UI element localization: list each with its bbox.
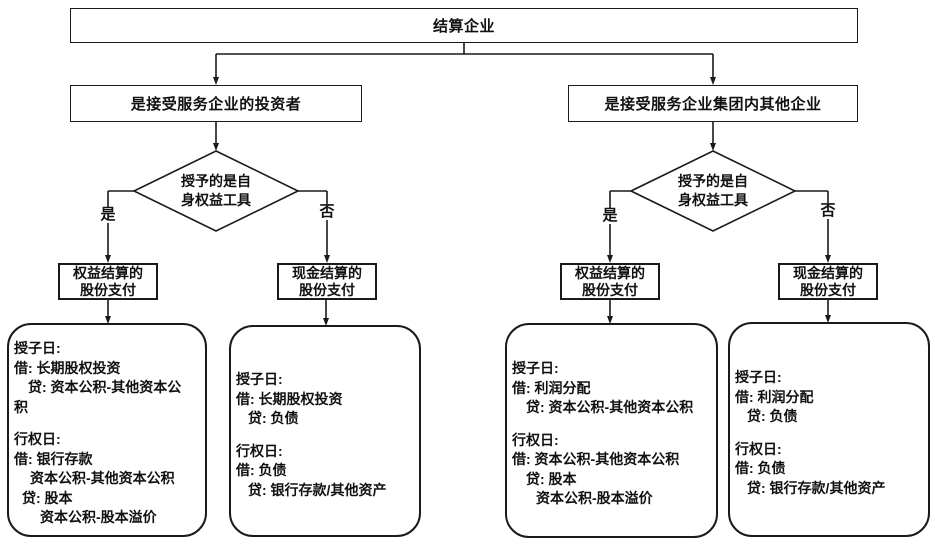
entry-line: 贷: 资本公积-其他资本公积 bbox=[526, 399, 694, 415]
entry-box-group-equity: 授子日: 借: 利润分配 贷: 资本公积-其他资本公积 行权日: 借: 资本公积… bbox=[505, 323, 718, 538]
outcome-line1: 现金结算的 bbox=[292, 264, 362, 281]
entry-line: 贷: 负债 bbox=[747, 408, 798, 424]
outcome-line1: 现金结算的 bbox=[793, 264, 863, 281]
outcome-node-group-equity: 权益结算的 股份支付 bbox=[560, 263, 660, 300]
entry-gap bbox=[231, 429, 419, 442]
root-node: 结算企业 bbox=[70, 8, 858, 43]
branch-label-group-other: 是接受服务企业集团内其他企业 bbox=[604, 96, 822, 113]
outcome-node-investor-equity: 权益结算的 股份支付 bbox=[58, 263, 158, 300]
entry-line: 借: 资本公积-其他资本公积 bbox=[512, 451, 680, 467]
outcome-node-investor-cash: 现金结算的 股份支付 bbox=[277, 263, 377, 300]
outcome-text: 现金结算的 股份支付 bbox=[793, 265, 863, 299]
entry-line: 借: 银行存款 bbox=[14, 450, 93, 467]
entry-line: 借: 负债 bbox=[236, 462, 287, 478]
entry-box-investor-equity: 授子日: 借: 长期股权投资 贷: 资本公积-其他资本公 积 行权日: 借: 银… bbox=[7, 323, 207, 537]
decision-left-line2: 身权益工具 bbox=[181, 192, 251, 208]
outcome-line2: 股份支付 bbox=[582, 281, 638, 298]
entry-line: 行权日: bbox=[512, 431, 559, 448]
entry-lines: 授子日: 借: 利润分配 贷: 资本公积-其他资本公积 行权日: 借: 资本公积… bbox=[507, 325, 716, 509]
decision-left-line1: 授予的是自 bbox=[181, 173, 251, 189]
decision-diamond-left bbox=[132, 150, 300, 232]
entry-line: 贷: 负债 bbox=[248, 410, 299, 426]
outcome-line2: 股份支付 bbox=[299, 281, 355, 298]
entry-line: 贷: 股本 bbox=[22, 489, 73, 506]
branch-node-group-other: 是接受服务企业集团内其他企业 bbox=[568, 85, 858, 122]
entry-line: 授子日: bbox=[735, 369, 782, 385]
decision-label-left: 授予的是自 身权益工具 bbox=[141, 172, 291, 210]
entry-line: 贷: 资本公积-其他资本公 bbox=[28, 379, 182, 395]
entry-line: 贷: 银行存款/其他资产 bbox=[747, 479, 886, 496]
decision-label-right: 授予的是自 身权益工具 bbox=[638, 172, 788, 210]
entry-line: 行权日: bbox=[14, 431, 61, 447]
outcome-node-group-cash: 现金结算的 股份支付 bbox=[778, 263, 878, 300]
entry-line: 借: 利润分配 bbox=[512, 379, 591, 396]
outcome-text: 权益结算的 股份支付 bbox=[575, 265, 645, 299]
entry-line: 授子日: bbox=[236, 371, 283, 387]
entry-lines: 授子日: 借: 长期股权投资 贷: 资本公积-其他资本公 积 行权日: 借: 银… bbox=[9, 325, 205, 528]
entry-line: 资本公积-股本溢价 bbox=[40, 509, 157, 525]
entry-box-investor-cash: 授子日: 借: 长期股权投资 贷: 负债 行权日: 借: 负债 贷: 银行存款/… bbox=[229, 325, 421, 537]
outcome-line1: 权益结算的 bbox=[575, 264, 645, 281]
decision-right-line1: 授予的是自 bbox=[678, 173, 748, 189]
entry-gap bbox=[730, 427, 928, 440]
yes-label-left: 是 bbox=[99, 206, 117, 223]
entry-line: 授子日: bbox=[14, 340, 61, 356]
root-label: 结算企业 bbox=[432, 18, 495, 35]
outcome-text: 现金结算的 股份支付 bbox=[292, 265, 362, 299]
entry-line: 行权日: bbox=[236, 442, 283, 459]
entry-line: 资本公积-其他资本公积 bbox=[30, 470, 175, 486]
outcome-line1: 权益结算的 bbox=[73, 264, 143, 281]
decision-diamond-right bbox=[629, 150, 797, 232]
entry-gap bbox=[507, 418, 716, 431]
entry-line: 行权日: bbox=[735, 440, 782, 457]
entry-line: 积 bbox=[14, 398, 28, 415]
entry-line: 借: 长期股权投资 bbox=[14, 359, 121, 376]
entry-line: 贷: 股本 bbox=[526, 470, 577, 487]
yes-label-right: 是 bbox=[601, 207, 619, 224]
outcome-line2: 股份支付 bbox=[80, 281, 136, 298]
outcome-line2: 股份支付 bbox=[800, 281, 856, 298]
entry-box-group-cash: 授子日: 借: 利润分配 贷: 负债 行权日: 借: 负债 贷: 银行存款/其他… bbox=[728, 322, 930, 537]
decision-right-line2: 身权益工具 bbox=[678, 192, 748, 208]
entry-lines: 授子日: 借: 利润分配 贷: 负债 行权日: 借: 负债 贷: 银行存款/其他… bbox=[730, 324, 928, 498]
entry-lines: 授子日: 借: 长期股权投资 贷: 负债 行权日: 借: 负债 贷: 银行存款/… bbox=[231, 327, 419, 500]
entry-line: 贷: 银行存款/其他资产 bbox=[248, 481, 387, 498]
no-label-right: 否 bbox=[819, 202, 837, 219]
branch-label-investor: 是接受服务企业的投资者 bbox=[130, 96, 302, 113]
entry-line: 授子日: bbox=[512, 360, 559, 376]
outcome-text: 权益结算的 股份支付 bbox=[73, 265, 143, 299]
entry-line: 资本公积-股本溢价 bbox=[536, 490, 653, 506]
no-label-left: 否 bbox=[318, 203, 336, 220]
entry-line: 借: 负债 bbox=[735, 460, 786, 476]
branch-node-investor: 是接受服务企业的投资者 bbox=[70, 85, 362, 122]
entry-gap bbox=[9, 417, 205, 430]
entry-line: 借: 长期股权投资 bbox=[236, 390, 343, 407]
entry-line: 借: 利润分配 bbox=[735, 388, 814, 405]
